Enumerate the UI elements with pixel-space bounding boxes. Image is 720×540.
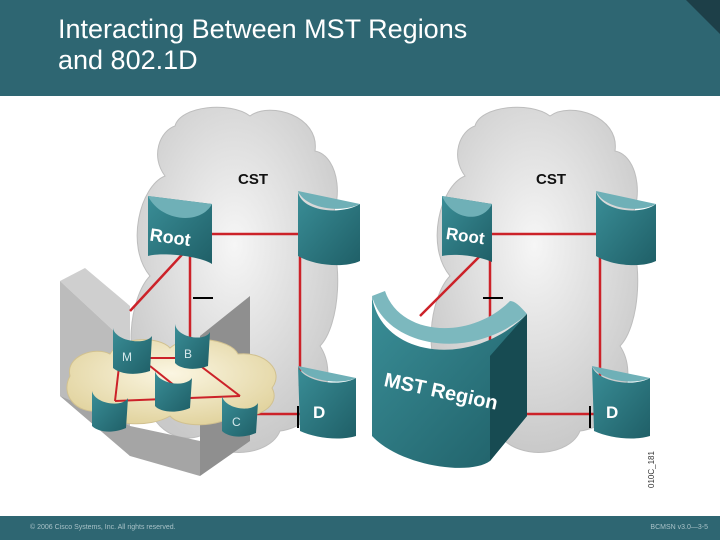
title-bar: Interacting Between MST Regions and 802.… — [0, 0, 720, 96]
left-cst-label: CST — [238, 171, 268, 188]
right-root-switch: Root — [442, 196, 492, 262]
copyright-text: © 2006 Cisco Systems, Inc. All rights re… — [30, 524, 176, 531]
title-line-1: Interacting Between MST Regions — [58, 14, 467, 45]
left-d-switch: D — [298, 366, 356, 438]
mst-interaction-diagram: Root D M B C CST — [0, 96, 720, 516]
figure-id: 010C_181 — [647, 451, 656, 488]
corner-accent — [686, 0, 720, 34]
switch-b-label: B — [184, 347, 192, 361]
right-cst-label: CST — [536, 171, 566, 188]
left-d-label: D — [313, 403, 325, 422]
right-d-switch: D — [592, 366, 650, 438]
right-d-label: D — [606, 403, 618, 422]
footer-bar: © 2006 Cisco Systems, Inc. All rights re… — [0, 516, 720, 540]
switch-c-label: C — [232, 415, 241, 429]
left-diagram: Root D M B C CST — [60, 107, 360, 476]
left-root-switch: Root — [148, 196, 212, 264]
slide-title: Interacting Between MST Regions and 802.… — [58, 14, 467, 76]
switch-m-label: M — [122, 350, 132, 364]
title-line-2: and 802.1D — [58, 45, 467, 76]
course-reference: BCMSN v3.0—3-5 — [650, 524, 708, 531]
right-diagram: MST Region Root D CST — [372, 107, 656, 468]
